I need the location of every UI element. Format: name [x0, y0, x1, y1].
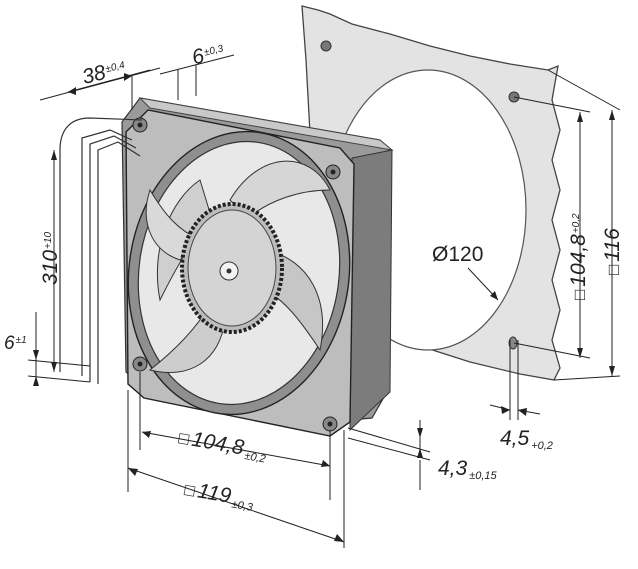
- fan-housing: [121, 97, 394, 437]
- mount-hole-bottom-right: [508, 336, 518, 350]
- dim-flange-label: 4,3±0,15: [438, 457, 497, 483]
- lead-wires: [59, 117, 143, 384]
- dim-hole-diameter-label: 4,5+0,2: [500, 427, 553, 453]
- dim-lead-label: 6±1: [4, 333, 27, 354]
- dim-panel-size-label: □116: [601, 228, 624, 275]
- mount-hole-top-left: [320, 40, 332, 52]
- dim-hole-spacing-right-label: □104,8+0,2: [567, 213, 590, 300]
- dim-cable-label: 310+10: [39, 231, 62, 285]
- dim-cutout-label: Ø120: [432, 243, 484, 266]
- dimension-lines: [27, 54, 621, 548]
- dimension-arrows: [33, 73, 615, 542]
